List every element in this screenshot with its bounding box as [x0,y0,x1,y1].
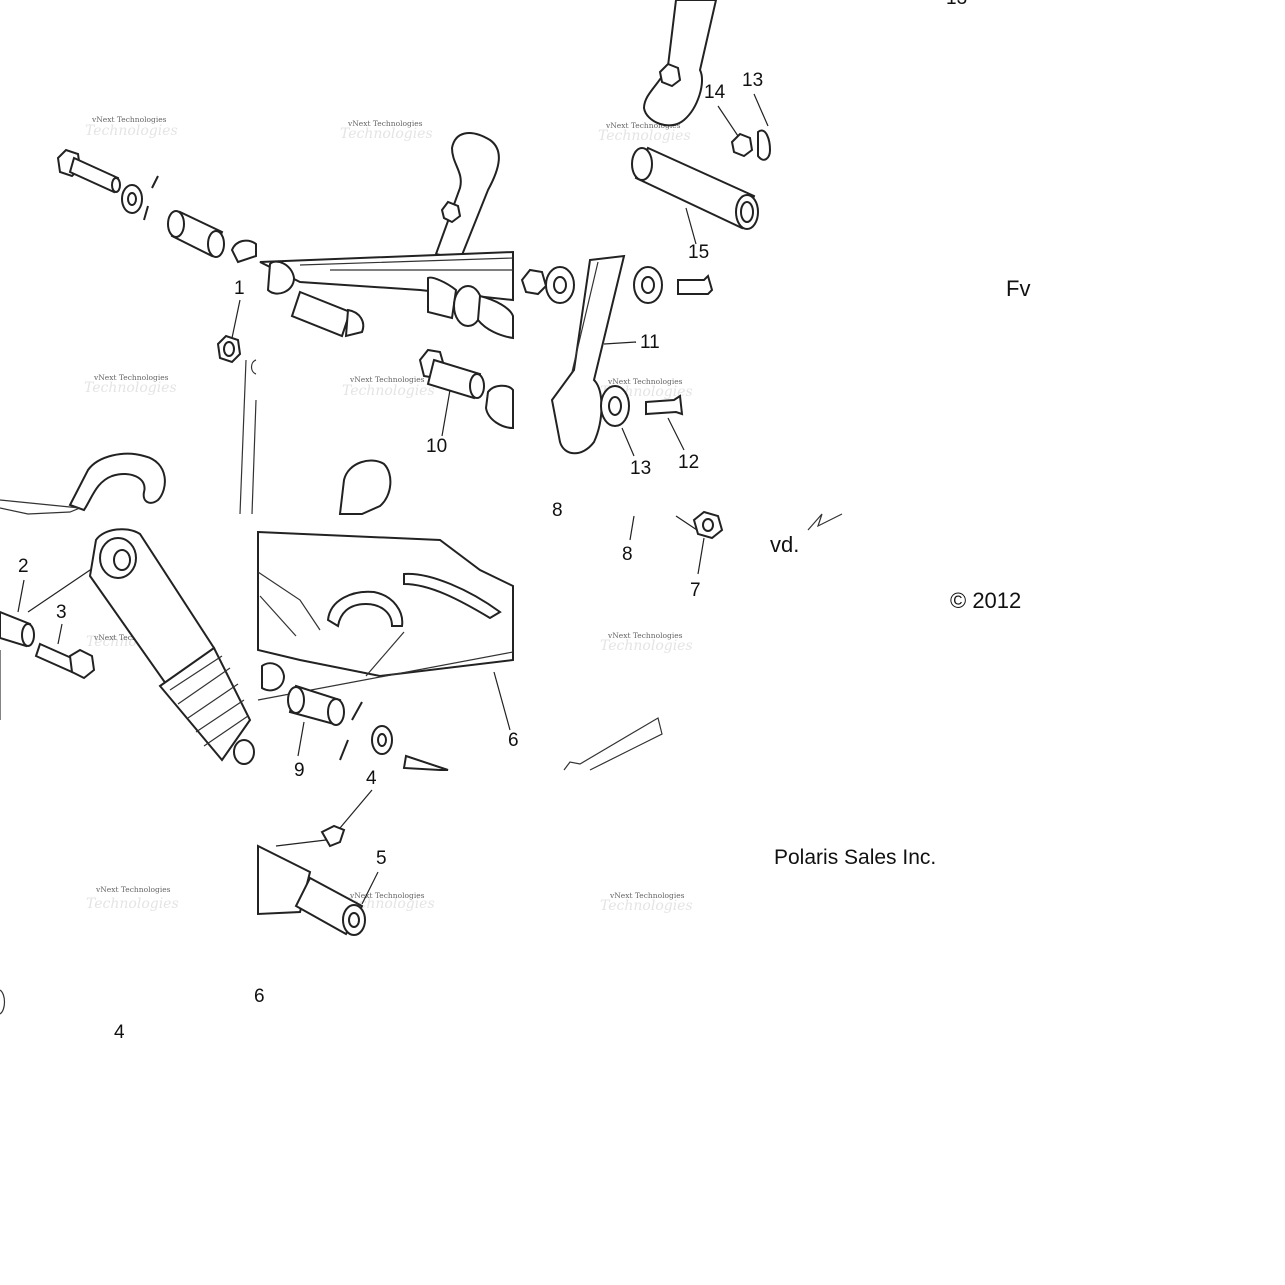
callout-13b: 13 [630,458,651,479]
svg-text:vNext Technologies: vNext Technologies [349,891,425,900]
tile-middle-left: 2 3 4 [0,528,255,1043]
svg-text:Technologies: Technologies [340,126,433,142]
company-label: Polaris Sales Inc. [774,846,936,869]
svg-text:Technologies: Technologies [600,898,693,914]
tile-upper-right: 14 13 15 11 13 12 [520,0,772,479]
callout-6b: 6 [254,986,265,1007]
svg-text:Technologies: Technologies [342,896,435,912]
tile-center: 9 4 6 5 6 [254,530,519,1007]
tile-upper-middle: 10 [251,132,514,515]
svg-text:vNext Technologies: vNext Technologies [93,373,169,382]
svg-text:vNext Technologies: vNext Technologies [607,631,683,640]
nut-part [216,334,242,364]
callout-1: 1 [234,278,245,299]
grease-fitting-part [320,824,346,848]
callout-14: 14 [704,82,726,103]
callout-4: 4 [366,768,377,789]
fwd-label-a: Fv [1006,276,1030,301]
watermark: Technologies vNext Technologies [86,885,179,912]
svg-text:vNext Technologies: vNext Technologies [607,377,683,386]
bushing-part [287,684,345,726]
shock-absorber-part [88,528,255,765]
svg-text:vNext Technologies: vNext Technologies [609,891,685,900]
spacer-part [631,146,759,230]
svg-text:Technologies: Technologies [84,380,177,396]
callout-4b: 4 [114,1022,125,1043]
arm-tube-part [257,844,366,936]
callout-13-edge: 13 [946,0,967,9]
svg-text:vNext Technologies: vNext Technologies [347,119,423,128]
callout-11: 11 [640,332,660,353]
washer-part [371,725,393,755]
svg-text:vNext Technologies: vNext Technologies [95,885,171,894]
bushing-part [167,210,225,258]
nut-part [692,510,724,540]
bolt-part [34,642,96,680]
callout-9: 9 [294,760,305,781]
callout-15: 15 [688,242,709,263]
bolt-part [56,148,121,194]
tile-upper-left: 1 [0,148,257,515]
washer-part [121,184,143,214]
callout-5: 5 [376,848,387,869]
tile-right-labels: 13 Fv vd. © 2012 Polaris Sales Inc. [770,0,1030,869]
callout-2: 2 [18,556,29,577]
svg-text:vNext Technologies: vNext Technologies [91,115,167,124]
svg-text:Technologies: Technologies [85,123,178,139]
callout-8: 8 [622,544,633,565]
callout-7: 7 [690,580,701,601]
svg-text:Technologies: Technologies [86,896,179,912]
tile-middle-right: 8 8 7 [552,500,724,771]
svg-text:vNext Technologies: vNext Technologies [349,375,425,384]
callout-8b: 8 [552,500,563,521]
bushing-part [0,610,35,648]
svg-text:Technologies: Technologies [600,638,693,654]
svg-text:vNext Technologies: vNext Technologies [93,633,169,642]
svg-text:Technologies: Technologies [342,383,435,399]
pin-part [418,348,485,400]
callout-6: 6 [508,730,519,751]
callout-10: 10 [426,436,447,457]
fwd-label-b: vd. [770,532,799,557]
svg-text:Technologies: Technologies [598,128,691,144]
callout-3: 3 [56,602,67,623]
copyright-label: © 2012 [950,588,1021,613]
callout-13: 13 [742,70,763,91]
callout-12: 12 [678,452,699,473]
svg-text:vNext Technologies: vNext Technologies [605,121,681,130]
